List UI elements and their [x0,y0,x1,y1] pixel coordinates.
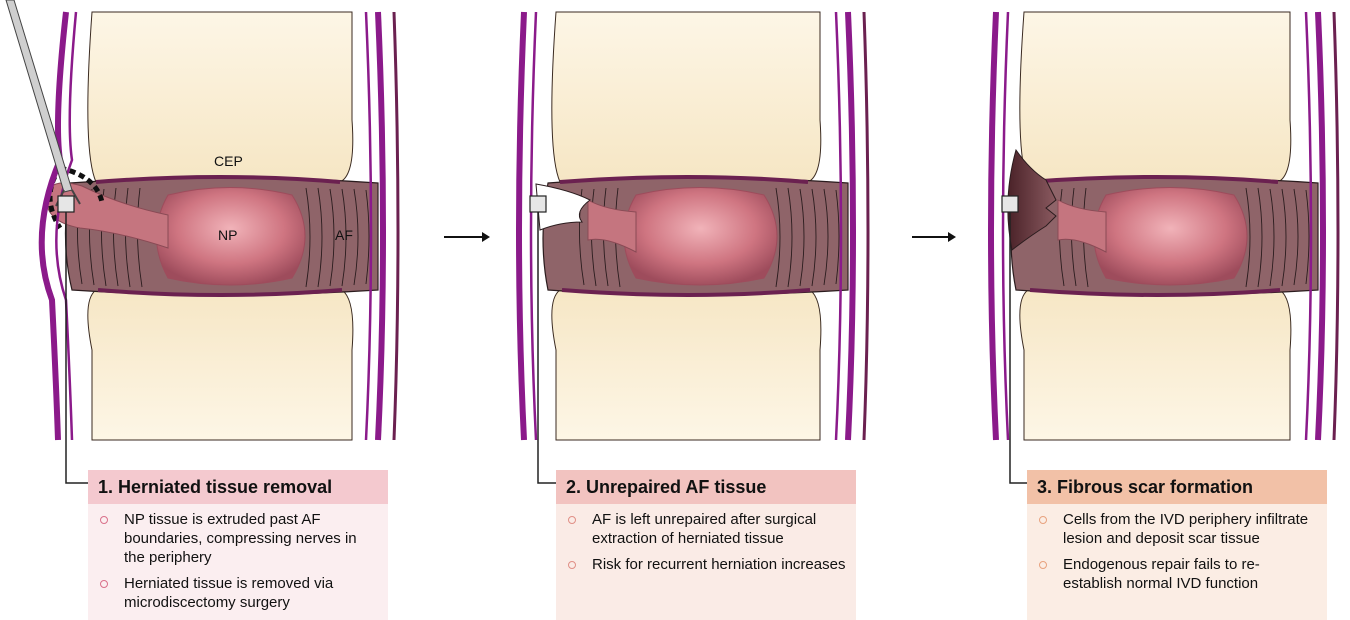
nucleus-pulposus [624,188,777,286]
panel-2-body: AF is left unrepaired after surgical ext… [556,504,856,620]
panel-1-bullet-list: NP tissue is extruded past AF boundaries… [98,510,378,612]
bullet-circle-icon [1039,516,1047,524]
callout-marker-1 [58,196,74,212]
panel-3-title: 3. Fibrous scar formation [1027,470,1327,504]
callout-marker-3 [1002,196,1018,212]
nucleus-pulposus [1094,188,1247,286]
panel-1-title: 1. Herniated tissue removal [88,470,388,504]
bullet-text: NP tissue is extruded past AF boundaries… [124,511,357,566]
bullet-item: NP tissue is extruded past AF boundaries… [98,510,378,567]
lower-vertebra [552,286,821,440]
callout-marker-2 [530,196,546,212]
panel-2-title: 2. Unrepaired AF tissue [556,470,856,504]
panel-3-body: Cells from the IVD periphery infiltrate … [1027,504,1327,620]
arrow-2 [912,232,956,242]
bullet-item: Endogenous repair fails to re-establish … [1037,555,1317,593]
panel-3-disc [991,12,1338,483]
lower-vertebra [88,286,353,440]
arrow-1 [444,232,490,242]
bullet-circle-icon [100,580,108,588]
panel-2-disc [519,12,868,483]
bullet-text: Risk for recurrent herniation increases [592,556,845,573]
panel-3-bullet-list: Cells from the IVD periphery infiltrate … [1037,510,1317,593]
panel-1-card: 1. Herniated tissue removal NP tissue is… [88,470,388,620]
bullet-item: Risk for recurrent herniation increases [566,555,846,574]
upper-vertebra [552,12,821,182]
bullet-text: Endogenous repair fails to re-establish … [1063,556,1260,592]
label-cep: CEP [214,153,243,169]
bullet-text: Cells from the IVD periphery infiltrate … [1063,511,1308,547]
panel-2-card: 2. Unrepaired AF tissue AF is left unrep… [556,470,856,620]
bullet-item: Herniated tissue is removed via microdis… [98,574,378,612]
bullet-circle-icon [100,516,108,524]
bullet-circle-icon [568,516,576,524]
bullet-circle-icon [1039,561,1047,569]
label-np: NP [218,227,237,243]
label-af: AF [335,227,353,243]
bullet-text: AF is left unrepaired after surgical ext… [592,511,816,547]
lower-vertebra [1020,286,1291,440]
bullet-circle-icon [568,561,576,569]
panel-3-card: 3. Fibrous scar formation Cells from the… [1027,470,1327,620]
panel-1-body: NP tissue is extruded past AF boundaries… [88,504,388,620]
bullet-item: Cells from the IVD periphery infiltrate … [1037,510,1317,548]
bullet-text: Herniated tissue is removed via microdis… [124,575,333,611]
upper-vertebra [1020,12,1291,182]
bullet-item: AF is left unrepaired after surgical ext… [566,510,846,548]
panel-2-bullet-list: AF is left unrepaired after surgical ext… [566,510,846,574]
